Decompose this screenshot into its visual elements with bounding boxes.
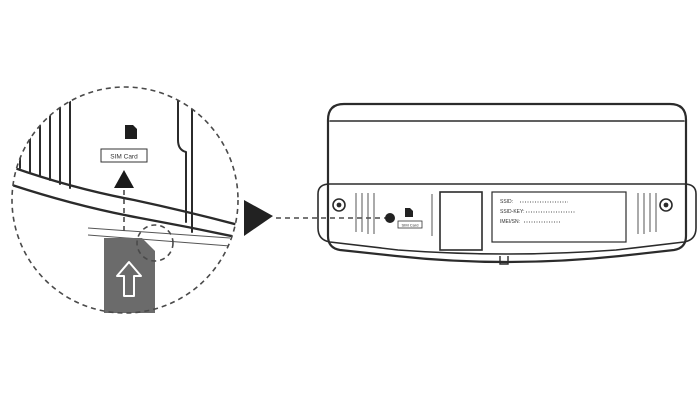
sim-slot-icon (125, 125, 137, 139)
sim-slot-label: SIM Card (110, 154, 138, 161)
pointer-triangle-icon (244, 200, 273, 236)
device-ribs (355, 193, 657, 234)
sim-slot-label-box (100, 148, 148, 163)
device-sim-label: SIM Card (402, 223, 419, 228)
compartment (439, 191, 483, 251)
device-bottom-view: SIM Card SSID: SSID-KEY: IMEI/SN: (317, 102, 697, 265)
sim-card (104, 238, 155, 313)
latch (499, 256, 509, 265)
sim-slot-marker (385, 213, 395, 223)
up-arrow-icon (116, 261, 142, 297)
info-line-imei: IMEI/SN: (500, 219, 520, 225)
info-line-ssid: SSID: (500, 199, 513, 205)
info-label (491, 191, 627, 243)
zoom-detail: SIM Card (11, 86, 239, 314)
screw-icon (332, 198, 346, 212)
device-sim-icon (405, 208, 413, 217)
insert-direction-icon (114, 170, 134, 188)
screw-icon-right (659, 198, 673, 212)
info-line-key: SSID-KEY: (500, 209, 524, 215)
